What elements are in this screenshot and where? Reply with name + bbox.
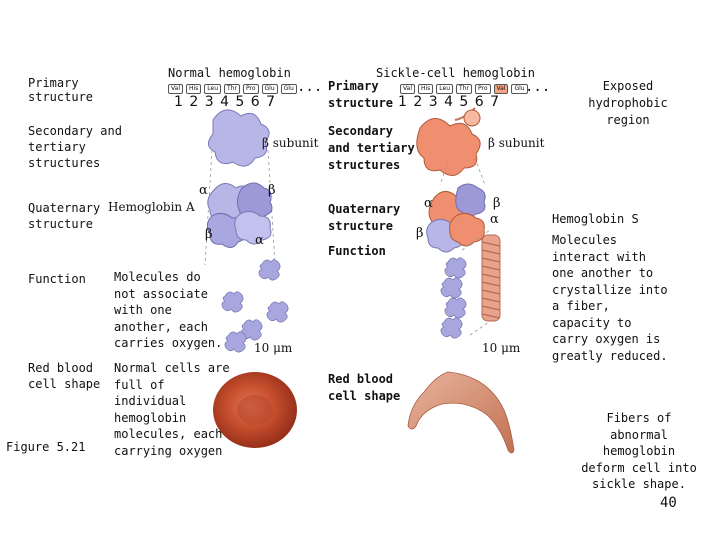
- row-label-quaternary-structure: Quaternary structure: [28, 201, 101, 231]
- hemoglobin-s-fiber-chain: [440, 257, 467, 339]
- normal-aa-1: Val: [168, 84, 183, 94]
- normal-aa-4: Thr: [224, 84, 240, 94]
- sickle-red-blood-cell-label: Red blood cell shape: [328, 372, 401, 403]
- normal-alpha-label-1: α: [199, 183, 208, 198]
- normal-aa-7: Glu: [280, 84, 297, 94]
- sickle-red-blood-cell: [407, 371, 515, 454]
- sickle-amino-acid-sequence: Val His Leu Thr Pro Val Glu: [400, 84, 528, 94]
- normal-aa-6: Glu: [261, 84, 278, 94]
- normal-amino-acid-sequence: Val His Leu Thr Pro Glu Glu: [168, 84, 297, 94]
- hemoglobin-a-label: Hemoglobin A: [108, 200, 195, 214]
- normal-aa-2: His: [185, 84, 202, 94]
- normal-beta-label-2: β: [205, 227, 213, 242]
- sickle-aa-6-mutation: Val: [493, 84, 509, 94]
- sickle-ellipsis: ...: [525, 79, 551, 95]
- row-label-red-blood-cell-shape: Red blood cell shape: [28, 361, 101, 391]
- sickle-beta-label-1: β: [493, 196, 501, 211]
- normal-cell-text: Normal cells are full of individual hemo…: [114, 361, 230, 458]
- normal-aa-3: Leu: [204, 84, 222, 94]
- exposed-hydrophobic-region-label: Exposed hydrophobic region: [588, 79, 668, 127]
- sickle-aa-5: Pro: [474, 84, 491, 94]
- sickle-aa-1: Val: [400, 84, 415, 94]
- hemoglobin-s-label: Hemoglobin S: [552, 212, 639, 226]
- row-label-primary-structure: Primary structure: [28, 76, 94, 104]
- normal-beta-label-1: β: [268, 183, 276, 198]
- sickle-aa-3: Leu: [436, 84, 454, 94]
- sickle-quaternary-structure-label: Quaternary structure: [328, 202, 401, 233]
- normal-ellipsis: ...: [297, 79, 323, 95]
- normal-function-text: Molecules do not associate with one anot…: [114, 270, 223, 350]
- sickle-scale-bar-label: 10 μm: [482, 341, 521, 355]
- sickle-alpha-label-1: α: [424, 196, 433, 211]
- sickle-alpha-label-2: α: [490, 212, 499, 227]
- normal-alpha-label-2: α: [255, 233, 264, 248]
- hemoglobin-s-tetramer: [426, 183, 486, 253]
- row-label-secondary-tertiary: Secondary and tertiary structures: [28, 124, 122, 170]
- row-label-function: Function: [28, 272, 86, 286]
- sickle-fiber: [481, 234, 501, 322]
- normal-position-numbers: 1 2 3 4 5 6 7: [174, 94, 277, 110]
- sickle-aa-2: His: [417, 84, 434, 94]
- sickle-secondary-tertiary-label: Secondary and tertiary structures: [328, 124, 415, 172]
- normal-scale-bar-label: 10 μm: [254, 341, 293, 355]
- sickle-function-label: Function: [328, 244, 386, 258]
- sickle-beta-subunit-label: β subunit: [488, 136, 545, 150]
- normal-beta-subunit-shape: [208, 109, 270, 167]
- sickle-beta-subunit-shape: [416, 118, 481, 176]
- hemoglobin-a-tetramer: [206, 182, 273, 248]
- sickle-position-numbers: 1 2 3 4 5 6 7: [398, 94, 501, 110]
- normal-aa-5: Pro: [242, 84, 259, 94]
- sickle-aa-7: Glu: [511, 84, 528, 94]
- slide-number: 40: [660, 495, 677, 511]
- normal-hemoglobin-title: Normal hemoglobin: [168, 66, 291, 80]
- sickle-primary-structure-label: Primary structure: [328, 79, 394, 110]
- normal-beta-subunit-label: β subunit: [262, 136, 319, 150]
- fibers-text: Fibers of abnormal hemoglobin deform cel…: [581, 411, 697, 491]
- sickle-aa-4: Thr: [456, 84, 472, 94]
- figure-label: Figure 5.21: [6, 440, 86, 454]
- sickle-hemoglobin-title: Sickle-cell hemoglobin: [376, 66, 535, 80]
- hemoglobin-s-text: Molecules interact with one another to c…: [552, 233, 668, 363]
- sickle-beta-label-2: β: [416, 226, 424, 241]
